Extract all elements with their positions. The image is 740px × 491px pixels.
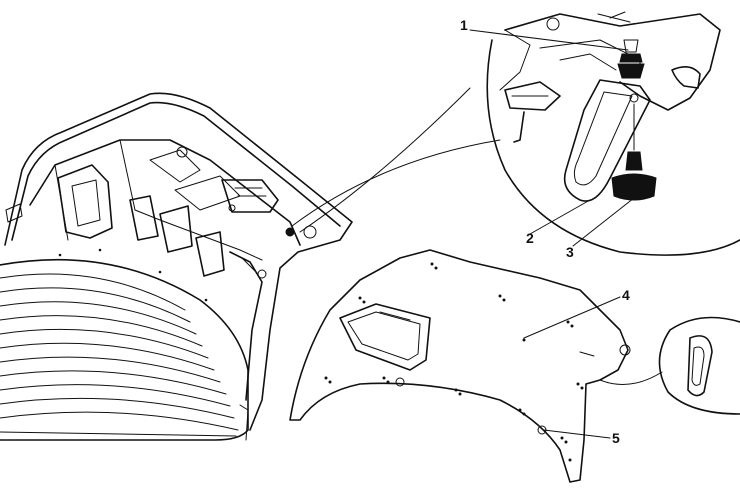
callout-1: 1 [460, 17, 468, 33]
leader-3 [572, 197, 635, 247]
trim-panel [289, 249, 631, 483]
clip-holes [324, 262, 584, 462]
magnifier-lines [291, 87, 501, 233]
callout-3: 3 [566, 244, 574, 260]
rear-window [0, 258, 249, 441]
leader-1 [469, 29, 629, 51]
trunk-lid [4, 92, 353, 431]
leader-4 [523, 296, 621, 339]
strap-inset [599, 316, 740, 415]
leader-2 [529, 199, 591, 235]
callout-labels: 1 2 3 4 5 [460, 17, 630, 446]
callout-5: 5 [612, 430, 620, 446]
callout-2: 2 [526, 230, 534, 246]
callout-4: 4 [622, 287, 630, 303]
leader-5 [543, 429, 611, 439]
leader-lines [469, 29, 635, 439]
